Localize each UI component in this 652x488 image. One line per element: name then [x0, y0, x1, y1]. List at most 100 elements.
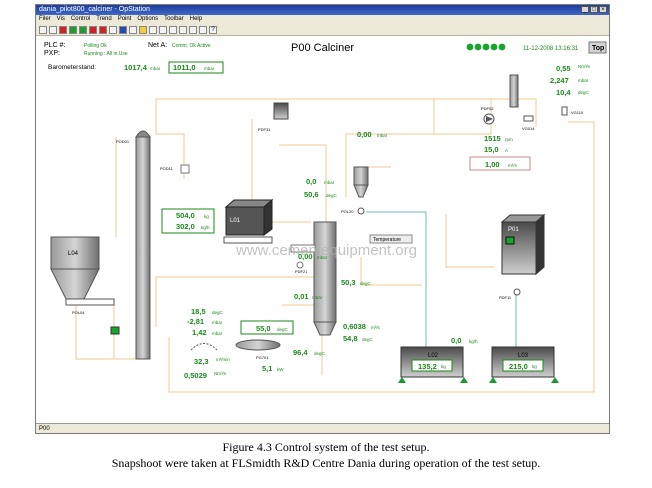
temperature-label[interactable]: Temperature — [373, 237, 401, 243]
tag-pol04: POL04 — [72, 310, 85, 315]
folder-icon[interactable] — [139, 25, 147, 34]
minimize-icon[interactable]: _ — [581, 6, 589, 13]
riser-pressure: 0,00 — [298, 252, 313, 261]
tag-pol21: PDF21 — [295, 269, 308, 274]
maximize-icon[interactable]: □ — [590, 6, 598, 13]
stack-flow-unit: Nm³/s — [578, 64, 591, 69]
save-icon[interactable] — [39, 25, 47, 34]
l01-rate: 302,0 — [176, 222, 195, 231]
l03-weight: 215,0 — [509, 362, 528, 371]
close-icon[interactable]: × — [599, 6, 607, 13]
l01-weight: 504,0 — [176, 211, 195, 220]
edit-icon[interactable] — [189, 25, 197, 34]
l03-arrow2-icon — [551, 377, 559, 383]
help-icon[interactable]: ? — [209, 25, 217, 34]
list-icon[interactable] — [179, 25, 187, 34]
l02-flow: 0,0 — [451, 336, 461, 345]
tag-pg701: PG701 — [256, 355, 269, 360]
menu-trend[interactable]: Trend — [96, 16, 112, 22]
damper-vg110-icon[interactable] — [561, 106, 568, 116]
fan-flow-box[interactable] — [469, 156, 531, 171]
menu-help[interactable]: Help — [189, 16, 203, 22]
burner-setpoint-unit: degC — [277, 327, 289, 332]
fan-rpm: 1515 — [484, 134, 501, 143]
burner-setpoint-box[interactable] — [240, 320, 294, 335]
top-button[interactable] — [588, 41, 607, 54]
burner-t1-unit: degC — [212, 310, 224, 315]
fan-flow[interactable]: 1,00 — [485, 160, 500, 169]
menu-control[interactable]: Control — [70, 16, 91, 22]
opstation-window: dania_pilot800_calciner - OpStation _ □ … — [35, 4, 610, 434]
heat-exchanger — [235, 339, 281, 351]
burner-t2: 96,4 — [293, 348, 308, 357]
net-status: Comm. Ok Active — [172, 43, 211, 49]
info-icon[interactable] — [119, 25, 127, 34]
net-label: Net A: — [148, 42, 167, 49]
process-svg: PLC #: PXP: Polling Ok Running : All in … — [44, 41, 607, 393]
chart-icon[interactable] — [169, 25, 177, 34]
burner-setpoint[interactable]: 55,0 — [256, 324, 271, 333]
grid-icon[interactable] — [159, 25, 167, 34]
stack-pressure-unit: mbar — [578, 78, 589, 83]
tag-pdf02: PDF02 — [481, 106, 494, 111]
tag-p01: P01 — [508, 227, 519, 233]
feeder-run-icon[interactable] — [110, 326, 120, 335]
blower-arc — [190, 343, 218, 351]
run-icon[interactable] — [79, 25, 87, 34]
l02-weight-box — [411, 359, 453, 372]
table-icon[interactable] — [129, 25, 137, 34]
fan-amp: 15,0 — [484, 145, 499, 154]
barometer-label: Barometerstand: — [48, 64, 96, 71]
fan-amp-unit: A — [505, 148, 508, 153]
alarm-icon[interactable] — [89, 25, 97, 34]
riser-pressure-unit: mbar — [317, 255, 328, 260]
l03-weight-unit: kg — [532, 364, 537, 369]
pod11-valve-icon[interactable] — [180, 164, 190, 174]
menu-filer[interactable]: Filer — [39, 16, 51, 22]
menu-point[interactable]: Point — [117, 16, 132, 22]
burner-p2: 1,42 — [192, 328, 207, 337]
print-icon[interactable] — [199, 25, 207, 34]
start-icon[interactable] — [69, 25, 77, 34]
burner-f1: 32,3 — [194, 357, 209, 366]
burner-f2: 0,5029 — [184, 371, 207, 380]
window-title-bar: dania_pilot800_calciner - OpStation _ □ … — [36, 5, 609, 15]
menu-toolbar[interactable]: Toolbar — [164, 16, 184, 22]
status-bar: P00 — [36, 423, 609, 433]
riser-temp: 50,3 — [341, 278, 356, 287]
tag-vg110: VG110 — [571, 110, 584, 115]
calciner-top-unit: mbar — [377, 133, 388, 138]
fan-flow-unit: m³/s — [508, 163, 517, 168]
trend-icon[interactable] — [149, 25, 157, 34]
tag-l01: L01 — [230, 218, 241, 224]
calciner-inlet — [290, 244, 316, 253]
burner-p2-unit: mbar — [212, 331, 223, 336]
halt-icon[interactable] — [99, 25, 107, 34]
damper-vg014-icon[interactable] — [523, 115, 534, 122]
menu-vis[interactable]: Vis — [56, 16, 65, 22]
cut-icon[interactable] — [109, 25, 117, 34]
stop-icon[interactable] — [59, 25, 67, 34]
screw-feeder-icon — [65, 298, 115, 306]
cyclone-valve-icon[interactable] — [357, 207, 365, 215]
open-icon[interactable] — [49, 25, 57, 34]
temperature-box[interactable] — [369, 234, 413, 244]
barometer-unit1: mbar — [150, 66, 161, 71]
valve-icon[interactable] — [296, 261, 304, 269]
p01-valve-icon[interactable] — [513, 288, 521, 296]
menu-options[interactable]: Options — [137, 16, 159, 22]
tag-pdf31: PDF31 — [258, 127, 271, 132]
window-title: dania_pilot800_calciner - OpStation — [39, 6, 150, 13]
p01-run-icon[interactable] — [505, 236, 515, 245]
page-title: P00 Calciner — [291, 42, 354, 54]
stack-temp-unit: degC — [578, 90, 590, 95]
tag-l02: L02 — [428, 353, 439, 359]
l01-feeder-icon — [223, 236, 273, 244]
top-button-label[interactable]: Top — [592, 45, 604, 52]
stack — [509, 74, 519, 108]
burner-t1: 18,5 — [191, 307, 206, 316]
tag-pol20: POL20 — [341, 209, 354, 214]
filter-pdf31 — [273, 102, 289, 120]
toolbar: ? — [36, 24, 609, 36]
bottom-pressure-unit: mbar — [312, 295, 323, 300]
